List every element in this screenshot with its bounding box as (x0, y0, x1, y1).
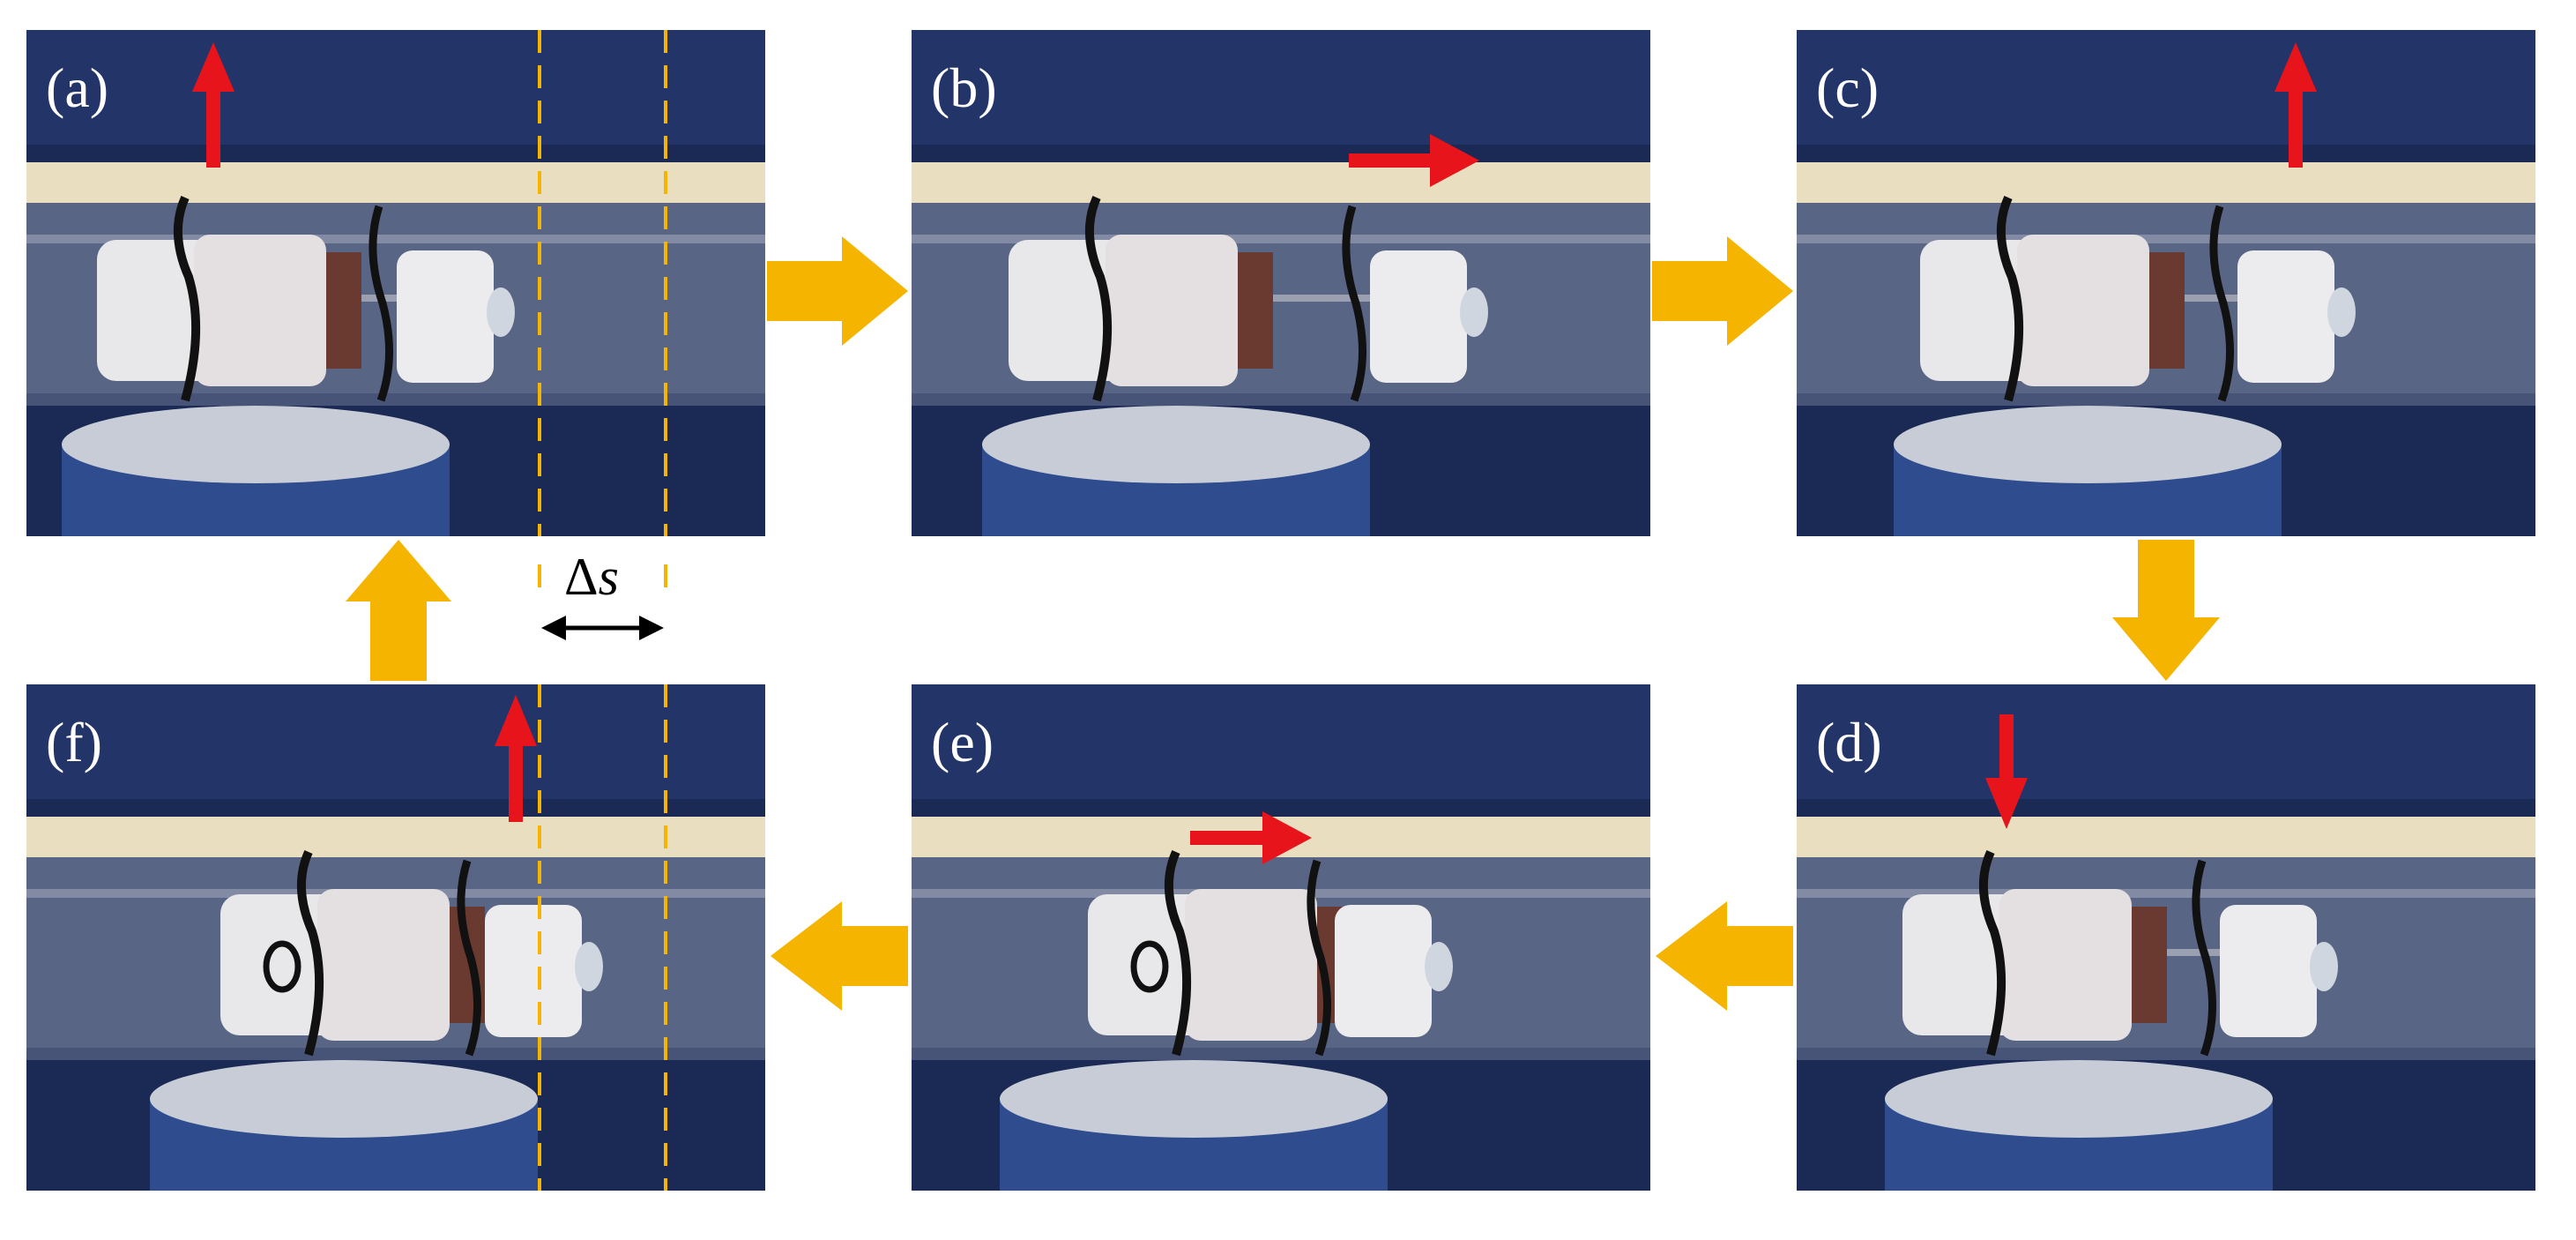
delta-symbol: Δ (564, 548, 599, 606)
panel-label-a: (a) (46, 56, 109, 119)
flow-arrow-b-to-c (1652, 236, 1793, 346)
panel-label-b: (b) (931, 56, 997, 119)
flow-arrow-d-to-e (1656, 901, 1793, 1011)
photo-scene-b (912, 30, 1650, 536)
flow-arrow-c-to-d (2112, 540, 2220, 681)
panel-e: (e) (912, 684, 1650, 1191)
robot-photo-d (1797, 684, 2535, 1191)
panel-c: (c) (1797, 30, 2535, 536)
photo-scene-f (26, 684, 765, 1191)
panel-label-f: (f) (46, 711, 102, 773)
robot-photo-b (912, 30, 1650, 536)
displacement-variable: s (598, 548, 619, 606)
displacement-label: Δs (564, 547, 619, 608)
panel-label-e: (e) (931, 711, 994, 773)
panel-d: (d) (1797, 684, 2535, 1191)
flow-arrow-e-to-f (771, 901, 908, 1011)
robot-photo-a (26, 30, 765, 536)
photo-scene-c (1797, 30, 2535, 536)
panel-a: (a) (26, 30, 765, 536)
photo-scene-a (26, 30, 765, 536)
panel-f: (f) (26, 684, 765, 1191)
panel-label-c: (c) (1816, 56, 1880, 119)
flow-arrow-f-to-a (346, 540, 451, 681)
panel-label-d: (d) (1816, 711, 1882, 773)
displacement-double-arrow (541, 616, 664, 640)
flow-arrow-a-to-b (767, 236, 908, 346)
photo-scene-e (912, 684, 1650, 1191)
robot-photo-f (26, 684, 765, 1191)
photo-scene-d (1797, 684, 2535, 1191)
robot-photo-c (1797, 30, 2535, 536)
robot-photo-e (912, 684, 1650, 1191)
panel-b: (b) (912, 30, 1650, 536)
